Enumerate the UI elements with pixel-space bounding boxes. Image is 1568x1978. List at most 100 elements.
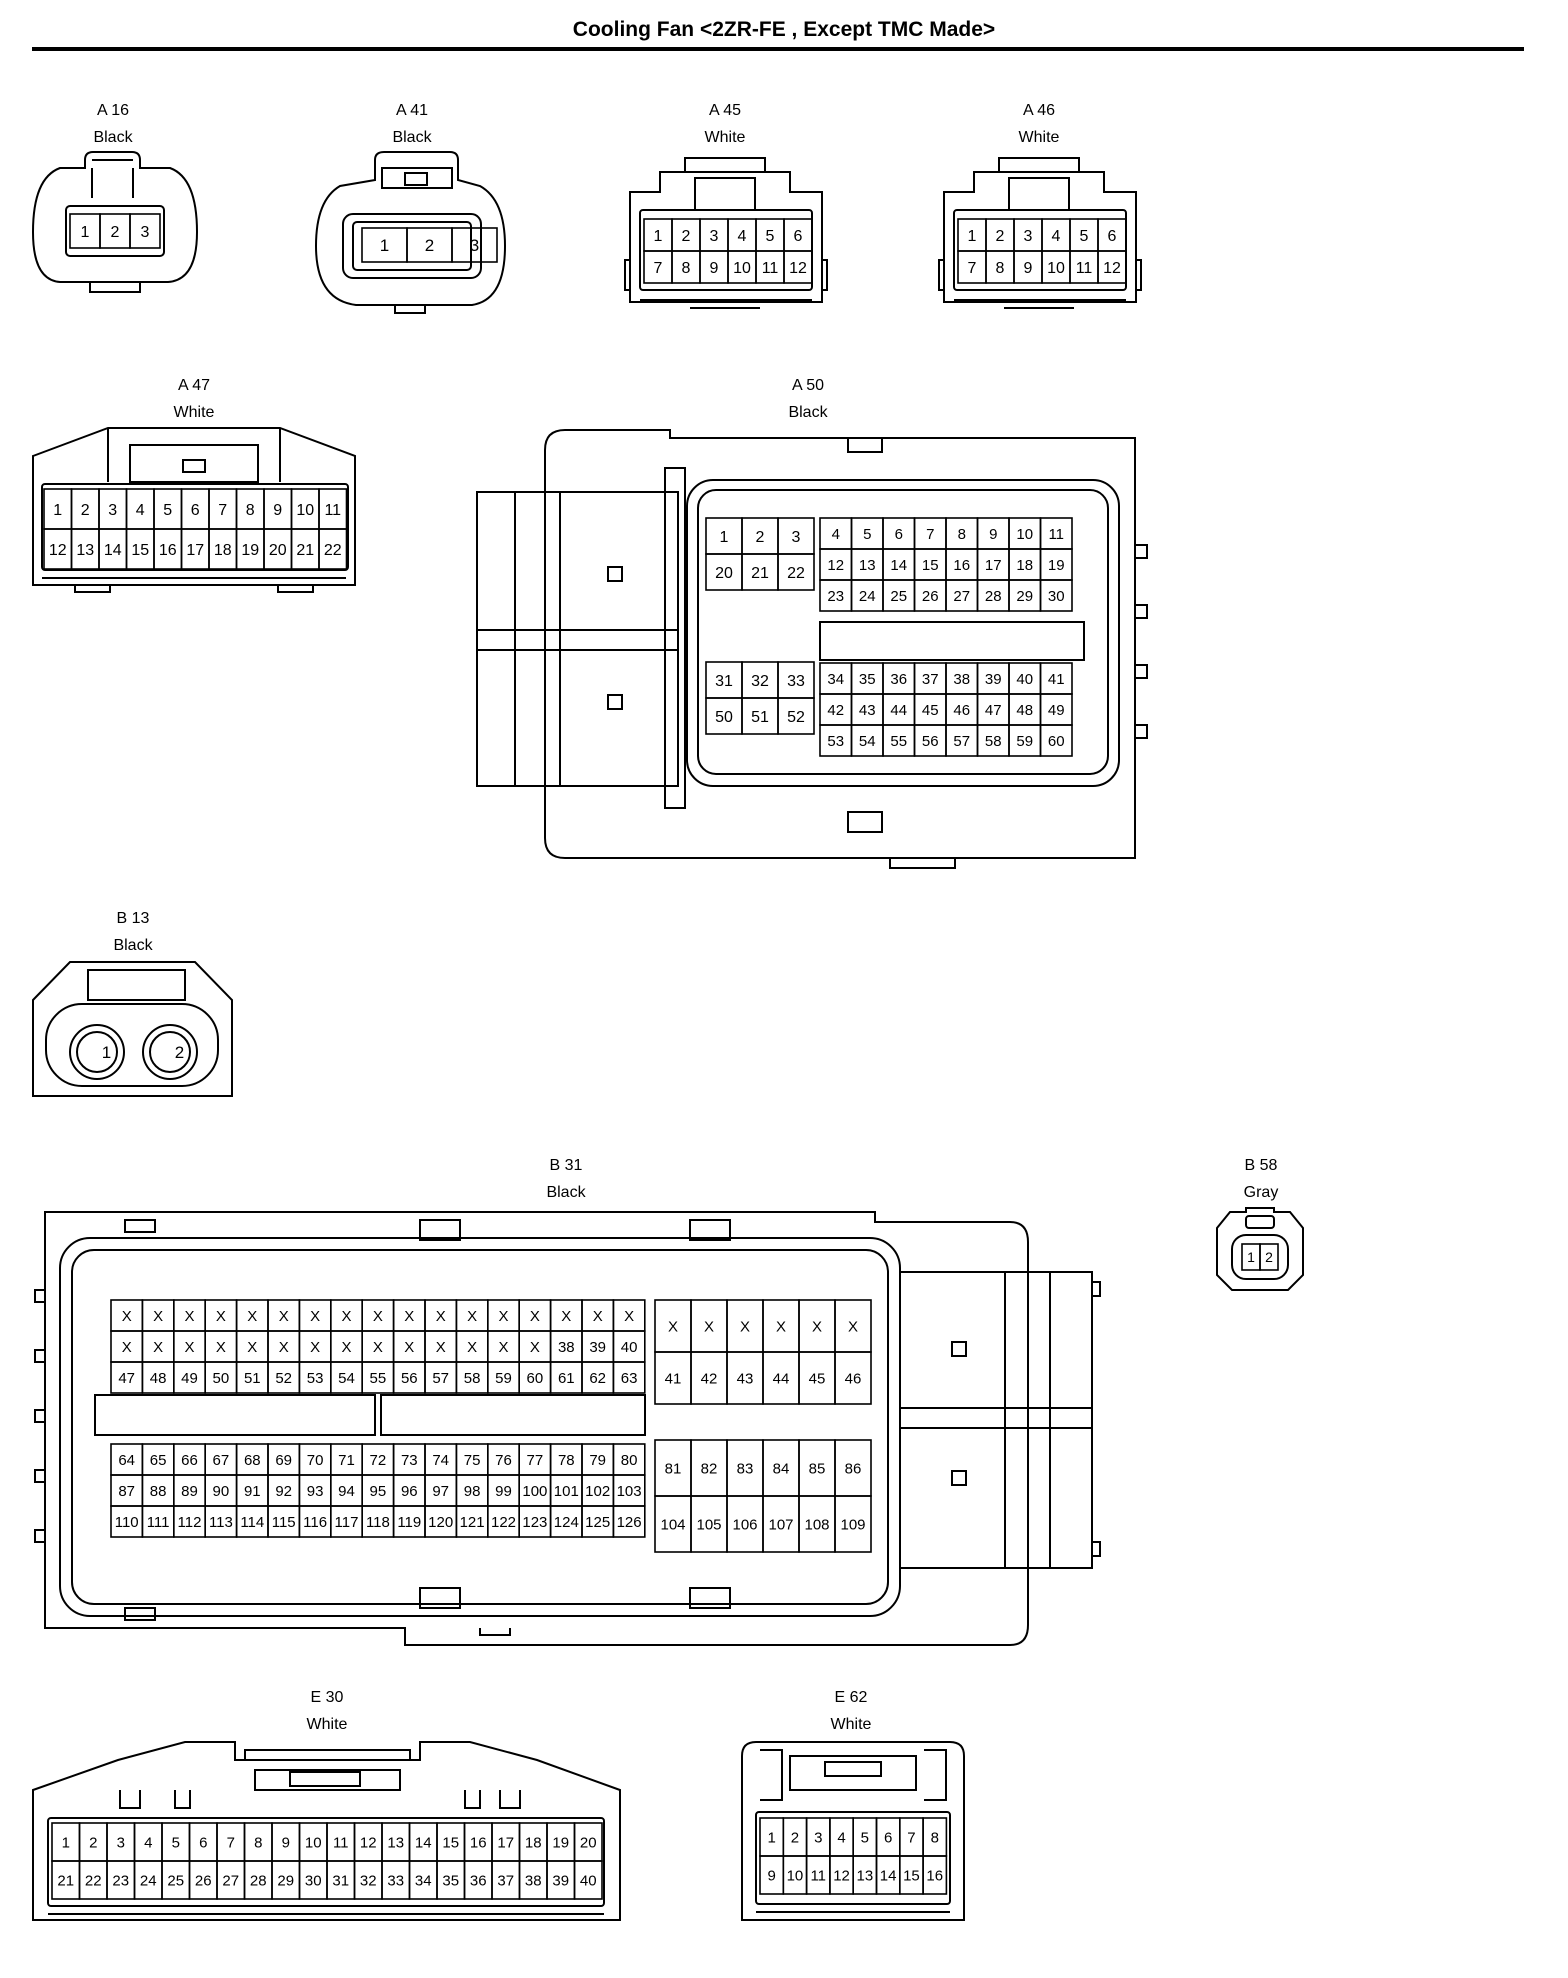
connector-b13-pin-label: 2 xyxy=(175,1043,184,1062)
connector-b31-pin: 64 xyxy=(110,1443,144,1476)
connector-e30-pin-label: 39 xyxy=(552,1872,569,1889)
connector-b31-pin-label: X xyxy=(247,1308,257,1325)
connector-b31-pin-label: X xyxy=(530,1339,540,1356)
connector-b31-pin: 67 xyxy=(204,1443,238,1476)
connector-a50-pin-label: 54 xyxy=(859,733,876,750)
connector-a46-pin-label: 1 xyxy=(968,228,977,245)
connector-e62-pin: 13 xyxy=(852,1855,878,1895)
connector-a50-pin: 30 xyxy=(1039,579,1073,612)
connector-a50-pin: 45 xyxy=(913,693,947,726)
connector-b31-pin-label: 55 xyxy=(370,1370,387,1387)
connector-a41-pin: 2 xyxy=(406,227,453,263)
connector-e30-pin: 29 xyxy=(271,1860,301,1900)
connector-a46-id: A 46 xyxy=(1022,102,1056,119)
connector-a50-pin: 59 xyxy=(1008,724,1042,757)
connector-a46-pin-label: 3 xyxy=(1024,228,1033,245)
connector-e30-pin: 23 xyxy=(106,1860,136,1900)
connector-b31-pin: X xyxy=(298,1299,332,1332)
connector-a50-pin-label: 40 xyxy=(1016,671,1033,688)
connector-e30-pin-label: 21 xyxy=(57,1872,74,1889)
connector-e30-pin-label: 5 xyxy=(172,1834,180,1851)
connector-a47-pin: 17 xyxy=(180,528,210,570)
connector-a16-pin: 1 xyxy=(69,213,101,249)
connector-b31-pin-label: 58 xyxy=(464,1370,481,1387)
connector-b31-pin-label: 122 xyxy=(491,1514,516,1531)
connector-e30-pin-label: 11 xyxy=(333,1834,349,1851)
connector-a45-pin-label: 6 xyxy=(794,228,803,245)
connector-a45-pin: 11 xyxy=(755,250,785,284)
page-title: Cooling Fan <2ZR-FE , Except TMC Made> xyxy=(572,18,996,41)
connector-b13-color: Black xyxy=(113,937,153,954)
connector-a46-pin: 7 xyxy=(957,250,987,284)
connector-a41-pin-label: 3 xyxy=(470,236,479,255)
connector-b31-pin-label: X xyxy=(776,1318,786,1335)
connector-a50-pin: 32 xyxy=(741,661,779,699)
connector-b31-pin-label: 81 xyxy=(665,1460,682,1477)
connector-b31-pin-label: 63 xyxy=(621,1370,638,1387)
connector-b31-pin-label: 70 xyxy=(307,1452,324,1469)
connector-a50-pin: 46 xyxy=(945,693,979,726)
connector-b31-pin-label: X xyxy=(122,1339,132,1356)
connector-a47-pin-label: 16 xyxy=(159,542,177,559)
connector-b31-pin-label: X xyxy=(740,1318,750,1335)
connector-a50-pin: 56 xyxy=(913,724,947,757)
connector-b31-pin-label: X xyxy=(436,1308,446,1325)
connector-b31-pin-label: X xyxy=(216,1339,226,1356)
connector-a47-pin: 12 xyxy=(43,528,73,570)
connector-b31-pin: X xyxy=(834,1299,872,1353)
connector-b31-pin-label: 120 xyxy=(428,1514,453,1531)
connector-a46-pin: 4 xyxy=(1041,218,1071,252)
connector-b31-pin-label: X xyxy=(498,1339,508,1356)
connector-a46-pin: 12 xyxy=(1097,250,1127,284)
connector-b31-pin: 58 xyxy=(455,1361,489,1394)
connector-a46-pin: 6 xyxy=(1097,218,1127,252)
connector-a46-pin-label: 7 xyxy=(968,260,977,277)
connector-a46-pin-label: 4 xyxy=(1052,228,1061,245)
connector-a45-pin: 10 xyxy=(727,250,757,284)
connector-a46-pin-label: 8 xyxy=(996,260,1005,277)
connector-a50-pin: 27 xyxy=(945,579,979,612)
connector-b31-pin-label: 85 xyxy=(809,1460,826,1477)
connector-b31-pin: 62 xyxy=(581,1361,615,1394)
connector-a50-pin: 37 xyxy=(913,662,947,695)
connector-a46-pin: 1 xyxy=(957,218,987,252)
connector-b31-pin-label: 124 xyxy=(554,1514,579,1531)
connector-b31-pin: 50 xyxy=(204,1361,238,1394)
connector-a41-housing xyxy=(314,151,507,314)
connector-e30-id: E 30 xyxy=(310,1689,344,1706)
connector-e30-pin: 39 xyxy=(546,1860,576,1900)
connector-b31-pin-label: 59 xyxy=(495,1370,512,1387)
connector-b58-pin: 1 xyxy=(1241,1243,1261,1271)
connector-a47-pin: 4 xyxy=(125,488,155,530)
connector-a45-pin-label: 1 xyxy=(654,228,663,245)
connector-b31-pin: 93 xyxy=(298,1474,332,1507)
connector-a47-pin-label: 14 xyxy=(104,542,122,559)
connector-b31-pin: 65 xyxy=(141,1443,175,1476)
connector-a47-pin-label: 1 xyxy=(53,502,62,519)
connector-a45-pin: 1 xyxy=(643,218,673,252)
connector-e30-pin: 14 xyxy=(408,1822,438,1862)
connector-b31-pin-label: 94 xyxy=(338,1483,355,1500)
connector-b31-pin: 76 xyxy=(486,1443,520,1476)
connector-e62-pin-label: 5 xyxy=(861,1829,869,1846)
connector-b31-pin-label: 67 xyxy=(213,1452,230,1469)
connector-b31-housing xyxy=(34,1211,1101,1646)
connector-a47-pin-label: 6 xyxy=(191,502,200,519)
connector-a47-pin: 21 xyxy=(290,528,320,570)
connector-a50-pin: 4 xyxy=(819,517,853,550)
connector-b31-pin-label: X xyxy=(247,1339,257,1356)
connector-b31-pin-label: 66 xyxy=(181,1452,198,1469)
connector-a50-pin-label: 7 xyxy=(926,526,934,543)
connector-a50-pin: 14 xyxy=(882,548,916,581)
connector-a47-pin-label: 12 xyxy=(49,542,67,559)
connector-e62-pin-label: 8 xyxy=(931,1829,939,1846)
connector-b31-pin: 126 xyxy=(612,1505,646,1538)
connector-b31-pin: 61 xyxy=(549,1361,583,1394)
connector-a50-pin: 18 xyxy=(1008,548,1042,581)
connector-e62-pin: 4 xyxy=(829,1817,855,1857)
connector-e62-pin: 8 xyxy=(922,1817,948,1857)
connector-e30-pin-label: 34 xyxy=(415,1872,432,1889)
connector-b31-pin-label: 123 xyxy=(522,1514,547,1531)
connector-a50-pin: 48 xyxy=(1008,693,1042,726)
